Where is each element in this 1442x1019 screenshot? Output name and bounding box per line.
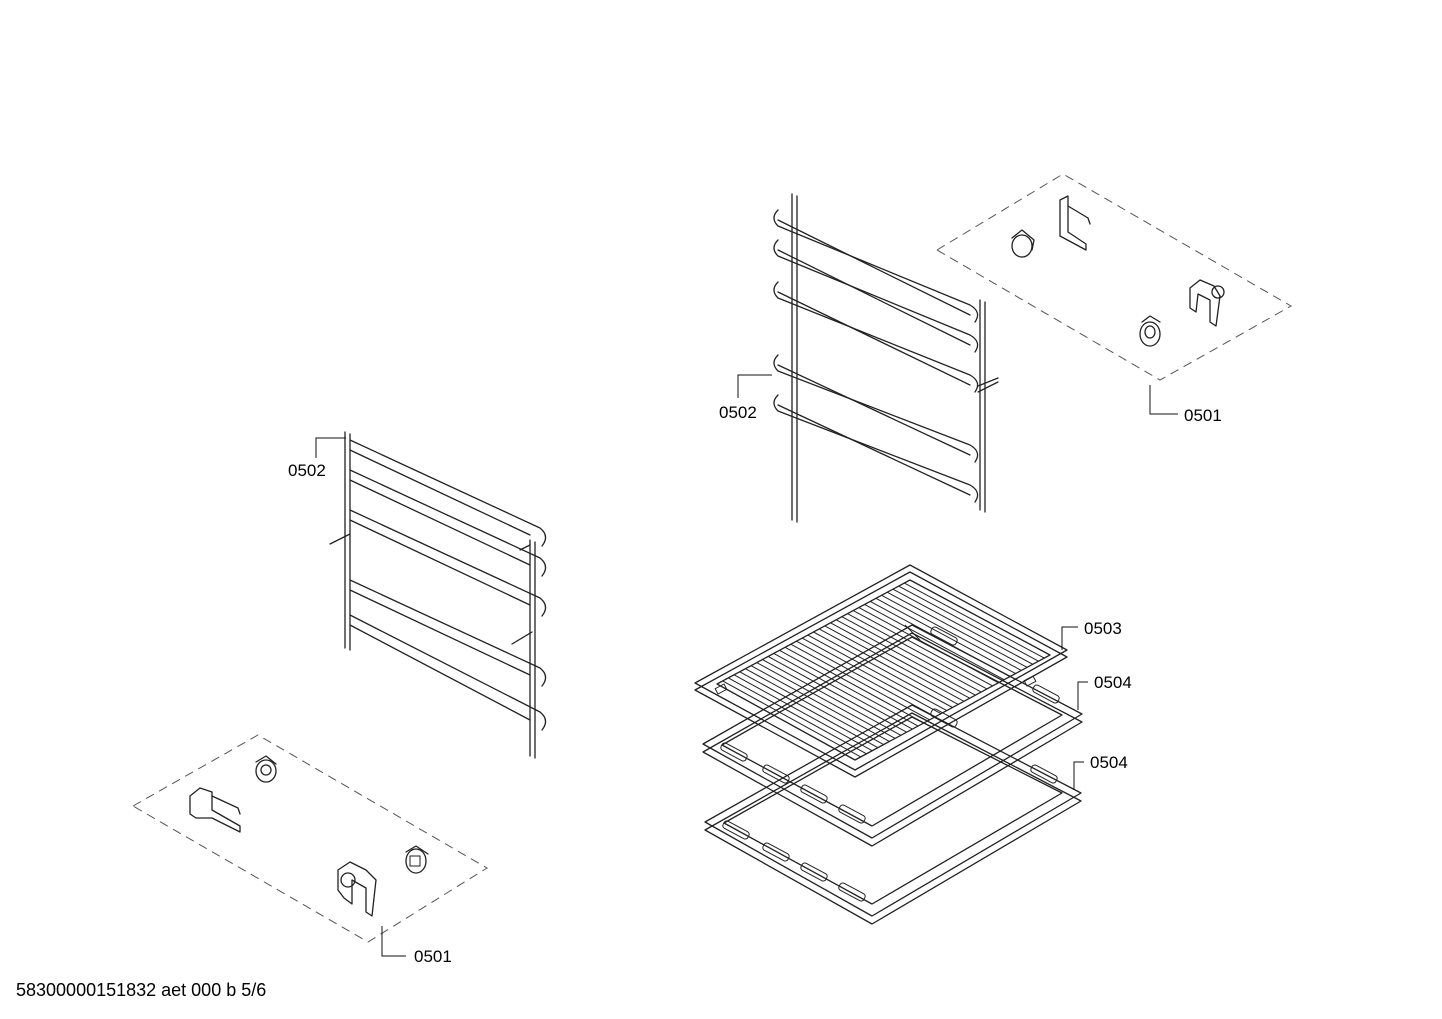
rack-wire [887,591,1028,668]
rack-wire [756,662,896,739]
wire-rack [694,564,1068,778]
label-0503: 0503 [1084,619,1122,638]
rack-wire [904,582,1045,659]
mounting-plug-icon [255,755,277,783]
rack-wire [898,585,1039,662]
label-0504-lower: 0504 [1090,753,1128,772]
tray-slots [720,626,1060,824]
label-0502-left: 0502 [288,461,326,480]
baking-tray-lower [704,704,1082,925]
label-0501-right: 0501 [1184,406,1222,425]
mounting-plug-icon [1139,315,1161,347]
shelf-support-left [329,431,547,759]
rack-wire [750,665,890,742]
rack-wire [728,677,867,755]
rack-wire [864,604,1005,681]
label-0501-left: 0501 [414,947,452,966]
rack-wire [790,643,930,721]
rack-wire [847,613,988,690]
rack-wire [830,622,970,699]
rack-wire [875,597,1016,674]
callouts: 0502 0501 0502 0501 0503 0504 0504 [288,374,1222,966]
hook-clip-icon [1189,279,1225,327]
rack-wire [813,631,953,708]
rack-wire [796,640,936,718]
rack-wire [762,659,902,736]
mounting-plug-icon [405,845,429,874]
rack-wire [767,656,907,733]
rack-wire [852,610,993,687]
rack-wire [779,649,919,727]
label-0502-right: 0502 [719,403,757,422]
document-id: 58300000151832 aet 000 b 5/6 [16,980,267,1000]
rack-wire [881,594,1022,671]
clip-set-left [131,734,488,943]
clip-bracket-icon [189,787,241,833]
shelf-support-right [773,193,999,523]
rack-wire [745,668,884,745]
tray-slots [722,708,1058,902]
rack-bars [722,582,1045,758]
rack-wire [739,671,879,749]
rack-wire [818,628,959,705]
baking-tray-upper [702,624,1083,847]
rack-wire [773,652,913,730]
rack-wire [807,634,948,712]
hook-clip-icon [337,861,377,917]
clip-set-right [936,173,1293,381]
rack-wire [801,637,942,715]
clip-bracket-icon [1059,195,1091,251]
mounting-plug-icon [1011,229,1035,258]
rack-wire [824,625,965,702]
rack-wire [892,588,1034,665]
rack-wire [733,674,873,752]
rack-wire [835,619,976,696]
rack-wire [722,680,861,758]
label-0504-upper: 0504 [1094,673,1132,692]
rack-wire [841,616,982,693]
rack-wire [784,646,925,724]
